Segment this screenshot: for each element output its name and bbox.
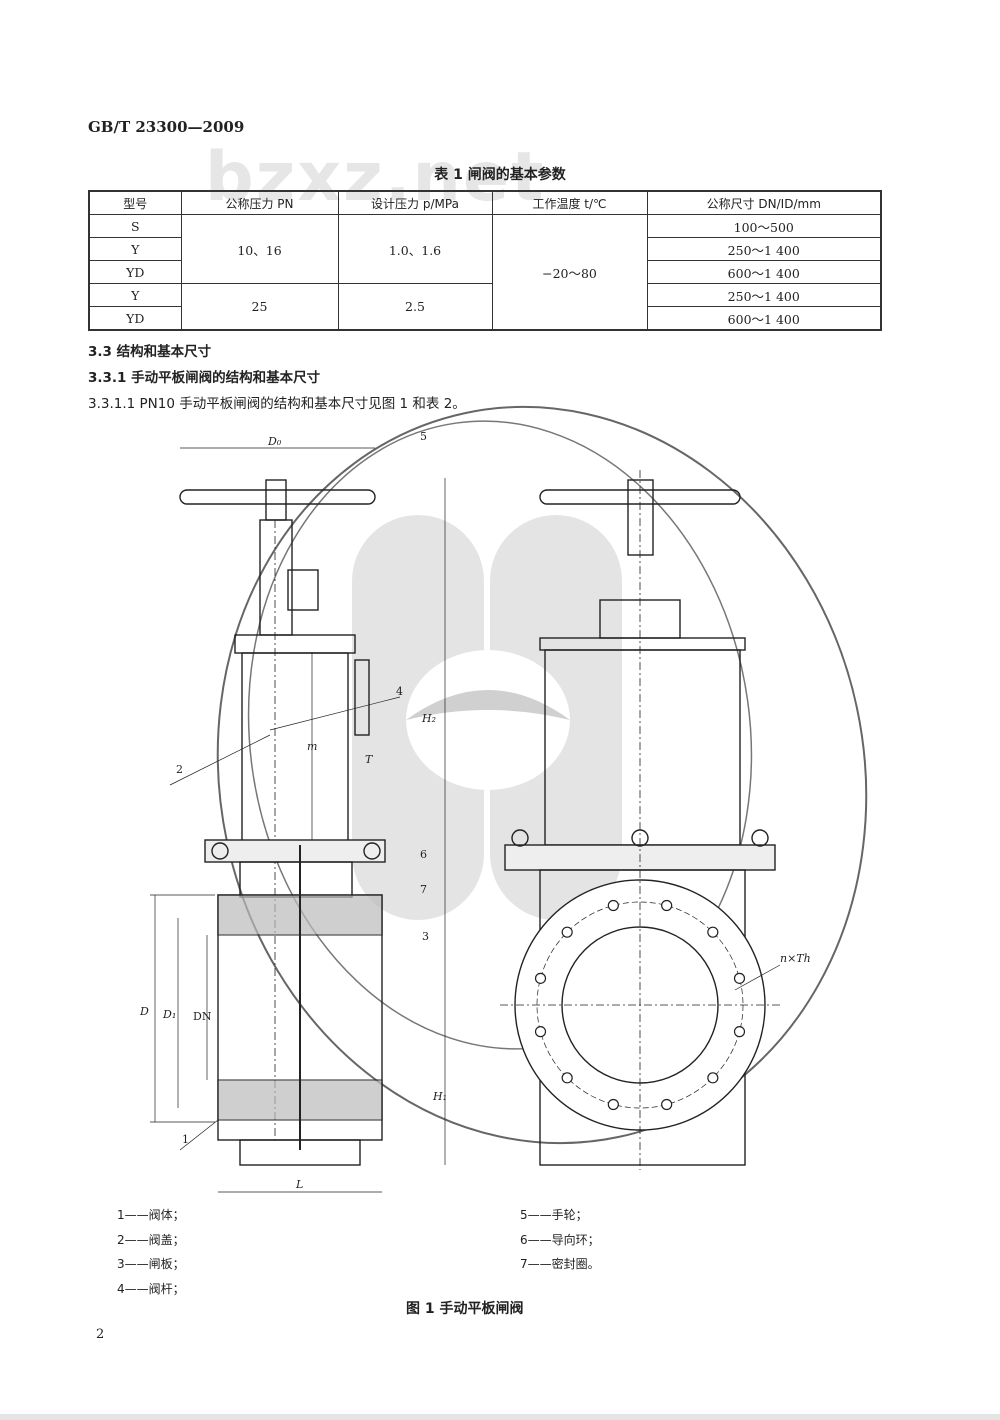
table-row: YD 600～1 400: [88, 306, 882, 331]
label-d0: D₀: [267, 435, 282, 448]
legend-item: 6——导向环；: [520, 1232, 600, 1247]
table-row: Y 25 2.5 250～1 400: [88, 283, 882, 331]
left-view: [150, 447, 446, 1193]
bolt-hole: [707, 1072, 719, 1084]
bolt-hole: [607, 1098, 619, 1111]
figure-caption: 图 1 手动平板闸阀: [406, 1301, 524, 1317]
parameters-table: 型号 公称压力 PN 设计压力 p/MPa 工作温度 t/℃ 公称尺寸 DN/I…: [88, 190, 882, 331]
bolt-hole: [534, 972, 547, 984]
page-bottom-edge: [0, 1414, 1000, 1420]
legend-item: 1——阀体；: [117, 1208, 185, 1222]
temperature-cell: −20～80: [491, 214, 648, 331]
bolt-hole: [661, 899, 673, 912]
label-6: 6: [420, 848, 427, 861]
label-7: 7: [420, 883, 427, 896]
bolt-hole: [534, 1026, 547, 1038]
label-h1: H₁: [432, 1090, 447, 1103]
section-3-3-1: 3.3.1 手动平板闸阀的结构和基本尺寸: [88, 370, 321, 386]
standard-code: GB/T 23300—2009: [88, 118, 245, 136]
table-row: S 10、16 1.0、1.6 −20～80 100～500: [88, 214, 882, 331]
legend-item: 2——阀盖；: [117, 1232, 185, 1247]
label-h2: H₂: [421, 712, 436, 725]
table-header-row: 型号 公称压力 PN 设计压力 p/MPa 工作温度 t/℃ 公称尺寸 DN/I…: [88, 190, 882, 215]
section-3-3-1-1: 3.3.1.1 PN10 手动平板闸阀的结构和基本尺寸见图 1 和表 2。: [88, 396, 466, 412]
header-cell: 设计压力 p/MPa: [337, 190, 493, 215]
handwheel: [179, 489, 376, 505]
bolt-hole: [733, 1026, 746, 1038]
label-2: 2: [176, 763, 183, 776]
model-cell: S: [88, 214, 182, 238]
size-cell: 250～1 400: [646, 237, 882, 261]
label-nth: n×Th: [780, 952, 811, 965]
bolt-hole: [561, 926, 573, 938]
page-number: 2: [96, 1327, 105, 1342]
label-5: 5: [420, 430, 427, 443]
bolt-hole: [733, 972, 746, 984]
header-cell: 型号: [88, 190, 182, 215]
size-cell: 600～1 400: [646, 306, 882, 331]
table-title: 表 1 闸阀的基本参数: [434, 167, 566, 183]
label-t: T: [365, 753, 374, 766]
label-m: m: [307, 740, 317, 753]
right-view: [500, 470, 781, 1170]
legend-item: 5——手轮；: [520, 1208, 588, 1222]
legend-item: 7——密封圈。: [520, 1257, 600, 1271]
label-l: L: [295, 1178, 303, 1191]
bolt-hole: [607, 899, 619, 912]
label-3: 3: [422, 930, 429, 943]
model-cell: Y: [88, 237, 182, 261]
pressure-cell: 1.0、1.6: [337, 214, 493, 284]
model-cell: Y: [88, 283, 182, 307]
pn-cell: 10、16: [180, 214, 339, 284]
label-1: 1: [182, 1133, 189, 1146]
pn-cell: 25: [180, 283, 339, 331]
bolt-hole: [661, 1098, 673, 1111]
label-dn: DN: [193, 1010, 212, 1023]
legend-right: 5——手轮； 6——导向环； 7——密封圈。: [520, 1203, 600, 1277]
label-4: 4: [396, 685, 403, 698]
section-3-3: 3.3 结构和基本尺寸: [88, 344, 212, 360]
label-d: D: [139, 1005, 149, 1018]
bolt-hole: [707, 926, 719, 938]
pressure-cell: 2.5: [337, 283, 493, 331]
bolt-hole: [561, 1072, 573, 1084]
table-row: Y 250～1 400: [88, 237, 882, 261]
size-cell: 250～1 400: [646, 283, 882, 307]
legend-item: 3——闸板；: [117, 1257, 185, 1271]
flange-bolts: [534, 899, 746, 1111]
header-cell: 公称压力 PN: [180, 190, 339, 215]
legend-left: 1——阀体； 2——阀盖； 3——闸板； 4——阀杆；: [117, 1203, 185, 1301]
label-d1: D₁: [162, 1008, 176, 1021]
model-cell: YD: [88, 306, 182, 331]
legend-item: 4——阀杆；: [117, 1281, 185, 1296]
